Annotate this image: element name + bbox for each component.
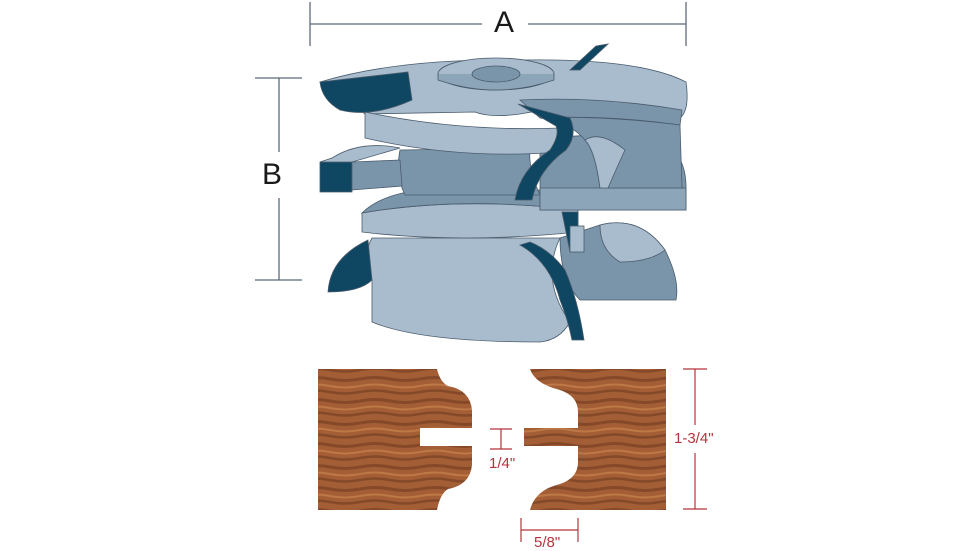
dimension-b-line [255, 77, 302, 281]
joint-dimensions [490, 368, 707, 542]
router-bit-cutter [319, 43, 688, 343]
wood-joint-profile [318, 369, 666, 510]
groove-width-label: 1/4" [489, 455, 516, 472]
stock-thickness-label: 1-3/4" [674, 430, 714, 447]
profile-depth-label: 5/8" [534, 534, 561, 551]
dimension-a-label: A [486, 8, 523, 38]
left-wood-piece [318, 369, 472, 510]
right-wood-piece [524, 369, 666, 510]
dimension-b-label: B [262, 158, 283, 191]
dimension-a-line [309, 2, 687, 46]
